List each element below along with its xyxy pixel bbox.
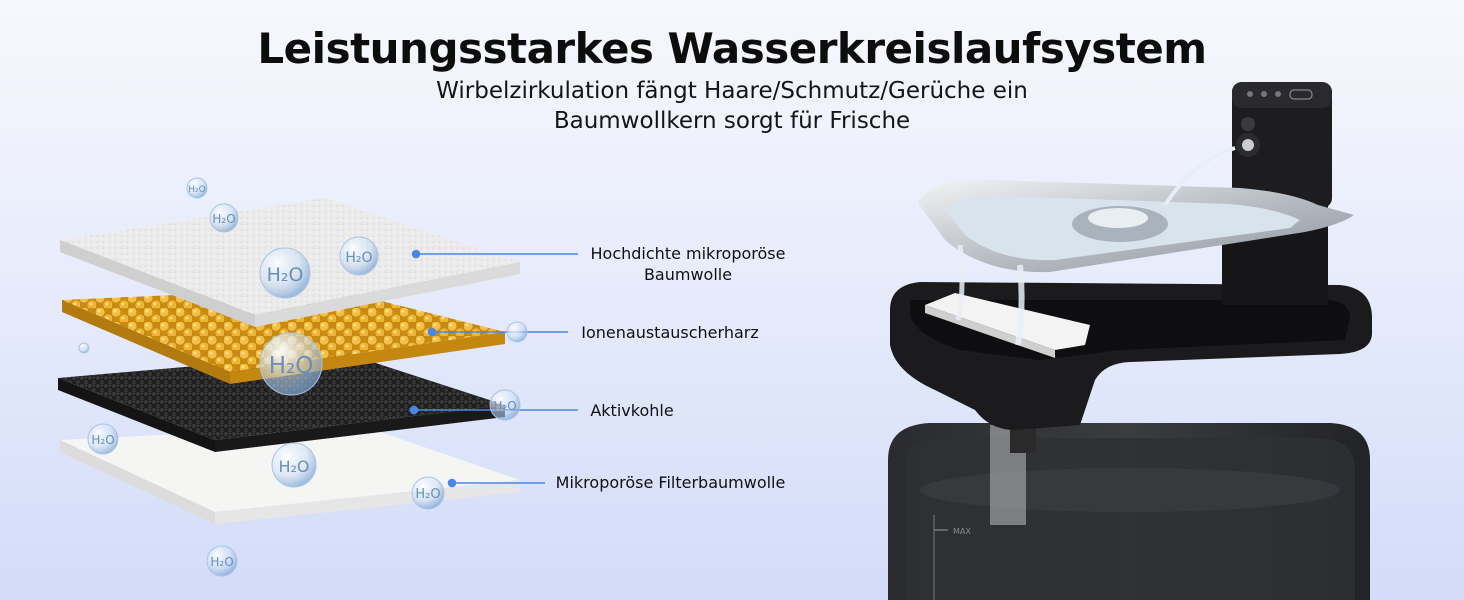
indicator-light-icon xyxy=(1261,91,1267,97)
bubble-icon: H₂O xyxy=(489,389,521,421)
bubble-icon: H₂O xyxy=(209,203,239,233)
bubble-icon: H₂O xyxy=(206,545,238,577)
page-title: Leistungsstarkes Wasserkreislaufsystem xyxy=(257,24,1207,73)
bubble-icon: H₂O xyxy=(411,476,445,510)
water-fountain: MAX xyxy=(888,82,1372,600)
svg-text:H₂O: H₂O xyxy=(415,487,440,502)
label-filter-cotton: Mikroporöse Filterbaumwolle xyxy=(555,473,786,492)
leader-lines xyxy=(409,249,578,488)
bubble-icon: H₂O xyxy=(259,247,311,299)
layer-activated-carbon xyxy=(58,353,505,452)
bubble-icon: H₂O xyxy=(186,177,208,199)
tank-max-marking: MAX xyxy=(953,527,971,536)
bubble-icon: H₂O xyxy=(339,236,379,276)
subtitle-line-1: Wirbelzirkulation fängt Haare/Schmutz/Ge… xyxy=(436,78,1028,104)
svg-text:H₂O: H₂O xyxy=(493,399,516,413)
bubble-icon: H₂O xyxy=(87,423,119,455)
svg-text:H₂O: H₂O xyxy=(212,212,235,226)
svg-text:H₂O: H₂O xyxy=(269,353,314,379)
power-button-icon xyxy=(1289,89,1313,100)
svg-text:H₂O: H₂O xyxy=(210,555,233,569)
label-ion-exchange-resin: Ionenaustauscherharz xyxy=(581,323,759,342)
label-activated-carbon: Aktivkohle xyxy=(590,401,674,420)
bubble-icon: H₂O xyxy=(271,442,317,488)
indicator-light-icon xyxy=(1275,91,1281,97)
bubble-icon: H₂O xyxy=(259,332,323,396)
indicator-light-icon xyxy=(1247,91,1253,97)
label-high-density-cotton: Hochdichte mikroporöse Baumwolle xyxy=(590,244,786,284)
svg-text:H₂O: H₂O xyxy=(188,185,205,195)
svg-text:H₂O: H₂O xyxy=(267,264,304,286)
svg-text:H₂O: H₂O xyxy=(278,457,309,476)
water-bubbles: H₂O H₂O H₂O H₂O H₂O H₂O H₂O H₂O H₂O H₂O xyxy=(78,177,528,577)
svg-text:H₂O: H₂O xyxy=(91,433,114,447)
svg-text:H₂O: H₂O xyxy=(345,250,372,266)
subtitle-line-2: Baumwollkern sorgt für Frische xyxy=(553,108,911,134)
